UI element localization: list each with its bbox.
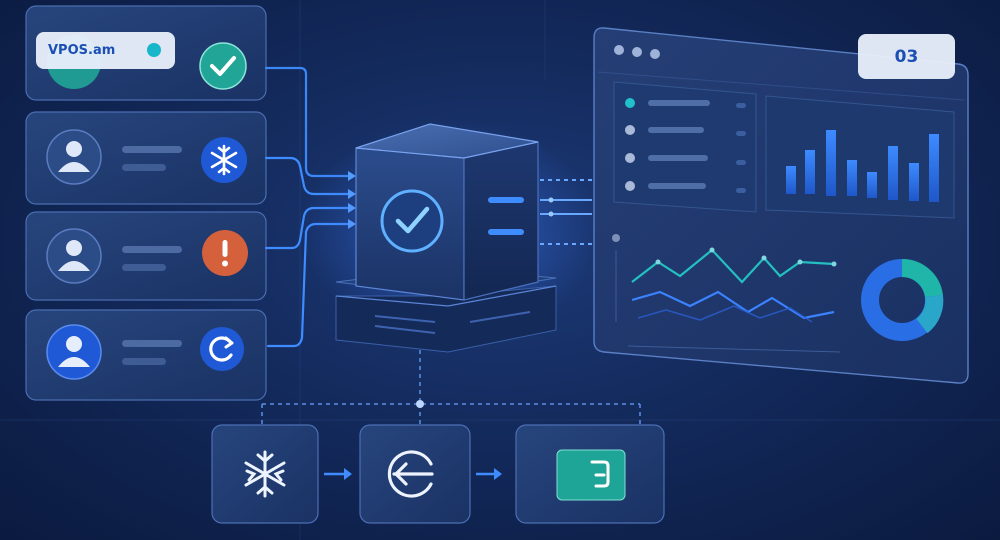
page-number-badge: 03 [858, 34, 955, 79]
snowflake-icon [244, 450, 286, 498]
avatar [46, 129, 102, 185]
central-server-cube [300, 120, 600, 353]
flow-step-2[interactable] [359, 424, 471, 524]
status-check-icon [199, 42, 247, 90]
text-placeholder-line [122, 358, 166, 365]
text-placeholder-line [122, 246, 182, 253]
user-card-2[interactable] [25, 111, 267, 205]
dashboard-window [593, 27, 969, 384]
status-exclamation-icon [202, 230, 248, 276]
flow-step-1[interactable] [211, 424, 319, 524]
brand-dot-icon [147, 43, 161, 57]
junction-dot [416, 400, 424, 408]
avatar [46, 228, 102, 284]
text-placeholder-line [122, 146, 182, 153]
flow-arrow [324, 468, 352, 480]
donut-chart [861, 258, 944, 341]
bottom-connectors [261, 350, 641, 426]
text-placeholder-line [122, 340, 182, 347]
user-card-4[interactable] [25, 309, 267, 401]
text-placeholder-line [122, 164, 166, 171]
flow-step-3[interactable] [515, 424, 665, 524]
flow-arrow [476, 468, 502, 480]
list-rows [625, 98, 746, 193]
line-chart [612, 234, 841, 353]
return-arrow-icon [387, 450, 434, 498]
brand-badge[interactable]: VPOS.am [36, 32, 175, 69]
wallet-icon [556, 449, 626, 501]
text-placeholder-line [122, 264, 166, 271]
page-number: 03 [894, 46, 919, 67]
user-card-3[interactable] [25, 211, 267, 301]
window-controls [614, 45, 660, 59]
status-snowflake-icon [201, 137, 247, 183]
avatar [46, 324, 102, 380]
check-circle-icon [380, 189, 444, 253]
brand-label: VPOS.am [48, 43, 116, 58]
connector-dots [548, 197, 554, 217]
bar-chart [786, 130, 939, 202]
cube-indicator-bar [488, 229, 524, 235]
status-refresh-icon [200, 327, 244, 371]
cube-indicator-bar [488, 197, 524, 203]
